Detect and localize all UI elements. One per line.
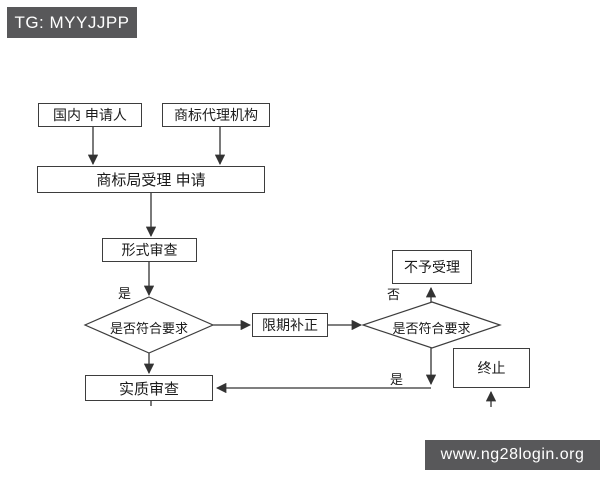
node-terminate: 终止 <box>453 348 530 388</box>
node-substantive-exam: 实质审查 <box>85 375 213 401</box>
website-watermark-badge: www.ng28login.org <box>425 440 600 470</box>
telegram-watermark-badge: TG: MYYJJPP <box>7 7 137 38</box>
edge-label-decision1-yes: 是 <box>118 286 132 301</box>
node-trademark-agency: 商标代理机构 <box>162 103 270 127</box>
decision2-diamond <box>361 301 502 349</box>
node-not-accepted: 不予受理 <box>392 250 472 284</box>
node-correction: 限期补正 <box>252 313 328 337</box>
node-decision1-label: 是否符合要求 <box>109 321 188 336</box>
decision1-diamond <box>83 296 215 354</box>
node-formal-exam: 形式审查 <box>102 238 197 262</box>
node-decision2-label: 是否符合要求 <box>392 321 471 336</box>
node-office-accept: 商标局受理 申请 <box>37 166 265 193</box>
edge-label-decision2-yes: 是 <box>390 372 404 387</box>
edge-label-decision2-no: 否 <box>387 287 401 302</box>
node-domestic-applicant: 国内 申请人 <box>38 103 142 127</box>
